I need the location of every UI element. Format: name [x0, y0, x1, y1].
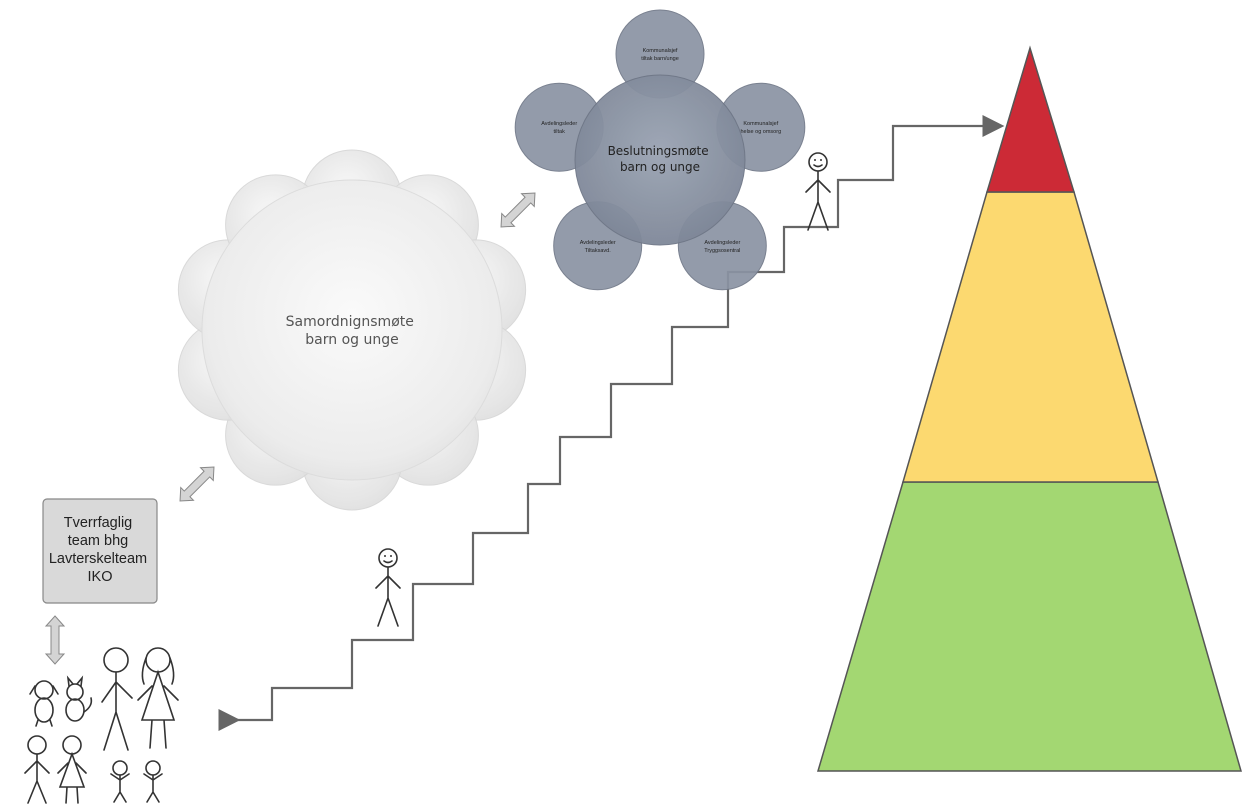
beslutning-satellite-label-line: Avdelingsleder — [580, 240, 616, 246]
team-box-line: team bhg — [68, 533, 128, 549]
team-box-line: Lavterskelteam — [49, 551, 147, 567]
pyramid-yellow-level — [902, 191, 1159, 483]
priority-pyramid — [816, 45, 1242, 772]
pyramid-green-level — [816, 481, 1242, 772]
beslutning-satellite-label-line: Tryggsosentral — [704, 248, 740, 254]
beslutning-satellite-label-line: Tiltaksavd. — [585, 248, 612, 254]
beslutning-satellite-label-line: Avdelingsleder — [704, 240, 740, 246]
team-box: Tverrfaglig team bhg Lavterskelteam IKO — [42, 498, 158, 604]
family-drawing-icon — [24, 647, 179, 804]
stick-figure-icon — [805, 152, 831, 231]
double-arrow-icon — [179, 466, 215, 502]
double-arrow-icon — [500, 192, 536, 228]
beslutning-satellite-label-line: Kommunalsjef — [643, 48, 678, 54]
beslutning-satellite-label-line: tiltak — [554, 129, 566, 135]
beslutning-satellite-label-line: helse og omsorg — [740, 129, 781, 135]
pyramid-red-level — [985, 45, 1076, 193]
beslutning-satellite-label: Avdelingsleder tiltak — [541, 121, 577, 135]
stick-figure-icon — [375, 548, 401, 627]
beslutning-satellite-label-line: Avdelingsleder — [541, 121, 577, 127]
double-arrow-icon — [44, 615, 66, 665]
svg-text:Tverrfaglig team bhg: Tverrfaglig team bhg Lavterskelteam IKO — [49, 515, 151, 585]
beslutning-satellite-label: Kommunalsjef helse og omsorg — [740, 121, 781, 135]
samordning-center-circle — [201, 179, 503, 481]
samordning-cluster: Ledersamordningsmøtettiltak barn/ungeTry… — [177, 149, 527, 511]
beslutning-center-circle — [574, 74, 746, 246]
stair-arrow-icon — [218, 115, 1005, 731]
team-box-line: Tverrfaglig — [64, 515, 133, 531]
samordning-center-label: Samordnignsmøte barn og unge — [286, 314, 419, 348]
beslutning-center-label: Beslutningsmøte barn og unge — [608, 144, 713, 174]
beslutning-satellite-label: Kommunalsjef tiltak barn/unge — [641, 48, 679, 62]
beslutning-satellite-label-line: tiltak barn/unge — [641, 56, 679, 62]
team-box-line: IKO — [88, 569, 113, 585]
beslutning-satellite-label-line: Kommunalsjef — [743, 121, 778, 127]
